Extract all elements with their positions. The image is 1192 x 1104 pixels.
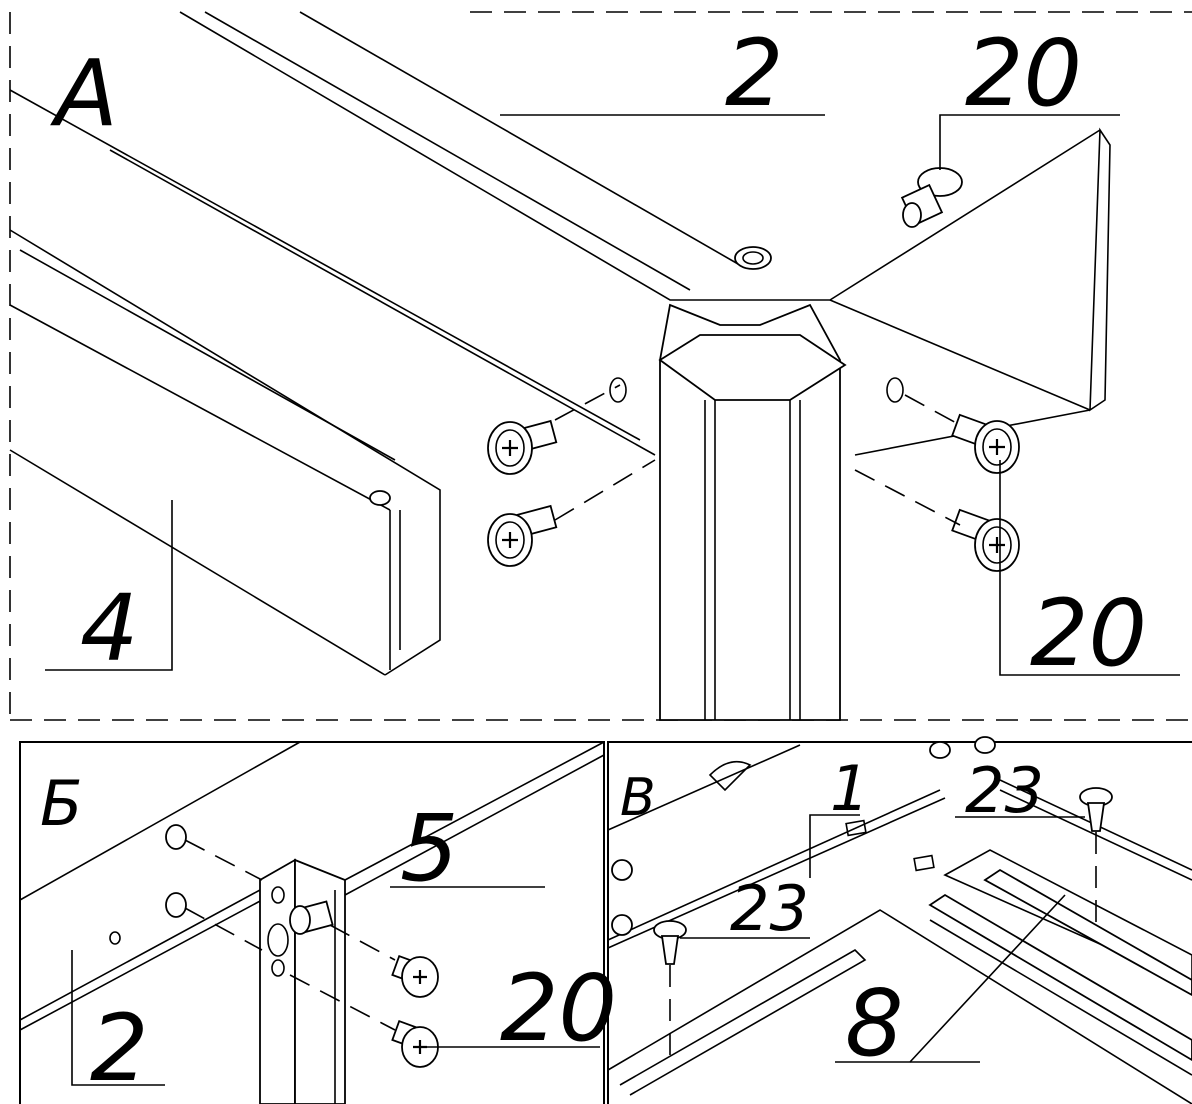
screw-icon — [391, 1020, 439, 1068]
callout-1: 1 — [830, 752, 869, 825]
screw-icon — [1079, 787, 1113, 832]
callout-20-top: 20 — [965, 20, 1082, 127]
screws-right — [854, 394, 1020, 572]
callout-8: 8 — [845, 970, 904, 1077]
callout-5: 5 — [400, 795, 459, 902]
pin-icon — [289, 900, 334, 935]
callout-4: 4 — [80, 575, 139, 682]
view-letter-v: В — [620, 768, 656, 828]
screws-left — [487, 384, 656, 567]
screw-icon — [487, 504, 558, 567]
callout-23-top: 23 — [965, 754, 1044, 827]
callout-2: 2 — [90, 995, 149, 1102]
screw-icon — [951, 508, 1020, 572]
screw-icon — [951, 413, 1020, 474]
detail-v: В 1 23 23 8 — [607, 736, 1192, 1104]
lower-rail — [9, 229, 441, 676]
callout-20-bottom: 20 — [1030, 580, 1147, 687]
screw-icon — [653, 920, 687, 965]
callout-23-bottom: 23 — [730, 872, 809, 945]
callout-2: 2 — [725, 20, 784, 127]
detail-a: А 2 20 20 4 — [9, 11, 1192, 721]
screw-icon — [487, 419, 558, 475]
view-letter-a: А — [50, 40, 118, 147]
view-letter-b: Б — [40, 767, 83, 840]
callout-20: 20 — [500, 955, 617, 1062]
top-rail — [9, 11, 1111, 456]
screw-icon — [391, 955, 439, 998]
detail-b: Б 5 20 2 — [19, 741, 617, 1104]
corner-post — [609, 303, 904, 721]
